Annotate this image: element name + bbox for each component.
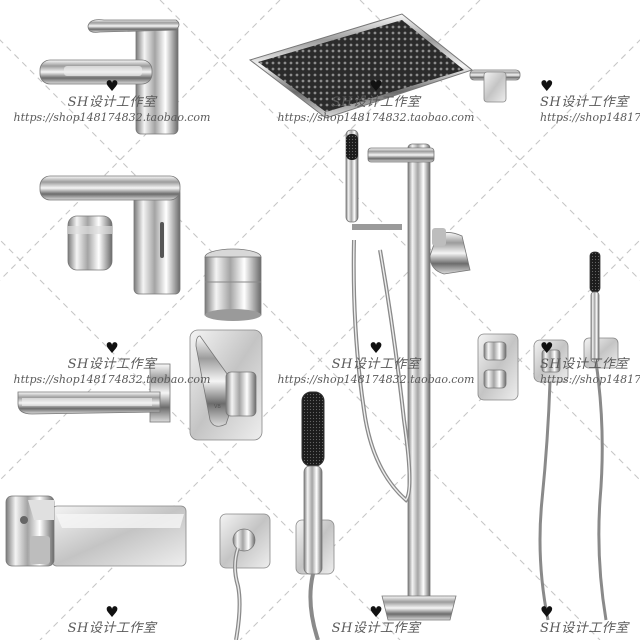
- hand-shower-holder: [295, 391, 335, 640]
- thermostatic-control-plate: [477, 333, 519, 401]
- cascade-bath-spout: [5, 495, 187, 567]
- wall-bath-spout: [17, 363, 171, 423]
- svg-text:VB: VB: [214, 404, 221, 410]
- freestanding-shower-column: [345, 129, 471, 621]
- wide-basin-tap: [39, 175, 181, 295]
- wall-elbow-connector: [219, 513, 271, 640]
- wall-mixer-plate: VB: [189, 329, 263, 441]
- slim-hand-shower: [583, 251, 619, 621]
- rain-shower-head: [248, 13, 521, 119]
- round-control-knob: [204, 248, 262, 321]
- basin-mixer-faucet: [39, 19, 180, 135]
- shower-outlet-elbow: [533, 339, 569, 621]
